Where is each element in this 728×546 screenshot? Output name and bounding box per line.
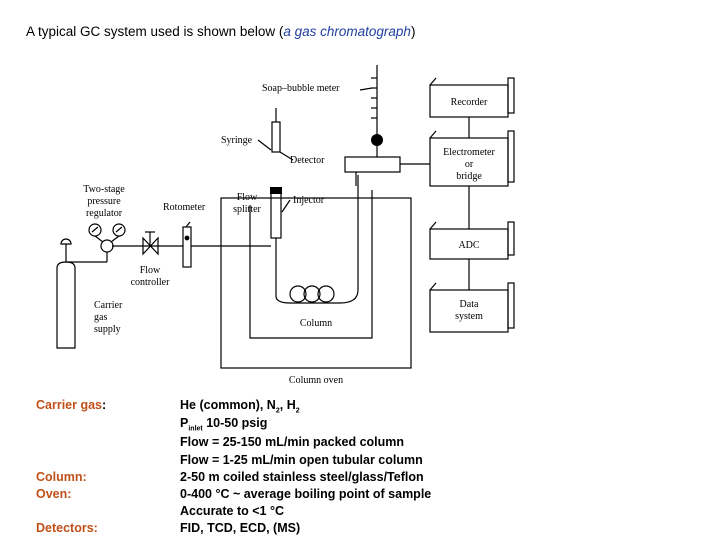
heading-suffix: ) <box>410 24 416 39</box>
label-regulator-1: Two-stage <box>83 184 125 195</box>
label-injector: Injector <box>293 195 325 206</box>
oven-value: 0-400 °C ~ average boiling point of samp… <box>180 487 432 501</box>
label-carrier-1: Carrier <box>94 300 123 311</box>
carrier-gas-value: He (common), N2, H2 <box>180 398 300 415</box>
label-data-system-2: system <box>455 311 483 322</box>
rotometer <box>182 226 192 268</box>
label-carrier-2: gas <box>94 312 107 323</box>
column-inner-path <box>249 190 373 339</box>
heading-emphasis: a gas chromatograph <box>283 24 411 39</box>
column-coil-2 <box>303 285 321 303</box>
soap-bubble-bulb <box>371 134 383 146</box>
column-oven-box <box>220 197 412 369</box>
page-heading: A typical GC system used is shown below … <box>26 24 415 39</box>
column-coil-3 <box>317 285 335 303</box>
detector-block <box>344 156 401 173</box>
label-column: Column <box>300 318 332 329</box>
carrier-gas-label: Carrier gas: <box>36 398 107 412</box>
injector-body <box>270 187 282 239</box>
label-detector: Detector <box>290 155 325 166</box>
column-label: Column: <box>36 470 87 484</box>
flow-packed-value: Flow = 25-150 mL/min packed column <box>180 435 405 449</box>
flow-open-value: Flow = 1-25 mL/min open tubular column <box>180 453 423 467</box>
label-flow-splitter-2: splitter <box>233 204 261 215</box>
label-data-system-1: Data <box>460 299 479 310</box>
label-electrometer-3: bridge <box>456 171 482 182</box>
label-rotometer: Rotometer <box>163 202 206 213</box>
detectors-value: FID, TCD, ECD, (MS) <box>180 521 301 535</box>
gas-cylinder <box>56 261 76 349</box>
injector-septum <box>270 187 282 194</box>
label-soap-bubble-meter: Soap–bubble meter <box>262 83 340 94</box>
label-adc: ADC <box>458 240 479 251</box>
oven-accuracy-value: Accurate to <1 °C <box>180 504 284 518</box>
label-recorder: Recorder <box>451 97 488 108</box>
label-column-oven: Column oven <box>289 375 343 386</box>
detectors-label: Detectors: <box>36 521 98 535</box>
column-value: 2-50 m coiled stainless steel/glass/Tefl… <box>180 470 424 484</box>
label-electrometer-2: or <box>465 159 474 170</box>
label-syringe: Syringe <box>221 135 253 146</box>
label-electrometer-1: Electrometer <box>443 147 495 158</box>
inlet-pressure-value: Pinlet 10-50 psig <box>180 416 268 433</box>
label-flow-controller-1: Flow <box>140 265 161 276</box>
gc-system-diagram: Soap–bubble meter Recorder Electrometer … <box>56 65 515 386</box>
column-coil-1 <box>289 285 307 303</box>
syringe-barrel <box>271 121 281 153</box>
label-carrier-3: supply <box>94 324 121 335</box>
label-flow-splitter-1: Flow <box>237 192 258 203</box>
flow-controller-valve <box>142 236 159 256</box>
label-regulator-3: regulator <box>86 208 123 219</box>
label-flow-controller-2: controller <box>131 277 171 288</box>
column-path <box>275 175 359 304</box>
heading-prefix: A typical GC system used is shown below … <box>26 24 284 39</box>
oven-label: Oven: <box>36 487 72 501</box>
label-regulator-2: pressure <box>87 196 121 207</box>
